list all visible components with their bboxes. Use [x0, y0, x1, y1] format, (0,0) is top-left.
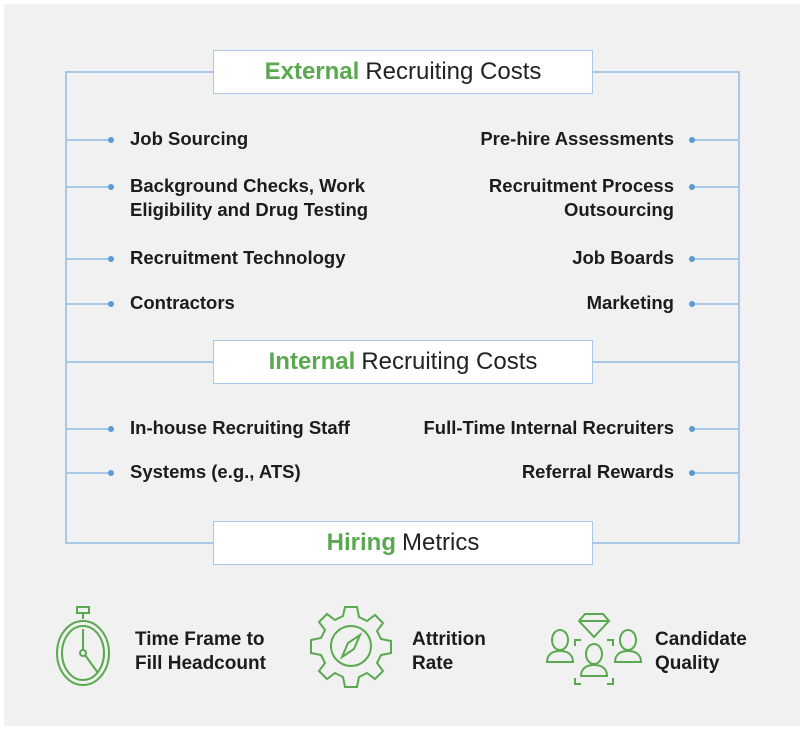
external-cost-item: Marketing	[586, 292, 674, 313]
connector	[692, 186, 739, 188]
connector	[590, 542, 740, 544]
bullet-dot	[108, 256, 114, 262]
connector	[692, 428, 739, 430]
left-connector	[65, 71, 67, 543]
gear-compass-icon	[310, 606, 392, 688]
external-cost-item: Contractors	[130, 292, 235, 313]
right-connector	[738, 71, 740, 543]
external-cost-item: Pre-hire Assessments	[480, 128, 674, 149]
connector	[65, 303, 110, 305]
connector	[65, 71, 215, 73]
title-rest: Recruiting Costs	[361, 348, 538, 375]
connector	[65, 472, 110, 474]
connector	[692, 472, 739, 474]
bullet-dot	[689, 301, 695, 307]
bullet-dot	[689, 256, 695, 262]
connector	[65, 542, 215, 544]
external-cost-item: Recruitment Technology	[130, 247, 346, 268]
bullet-dot	[689, 184, 695, 190]
connector	[590, 71, 740, 73]
title-highlight: External	[264, 58, 360, 85]
connector	[692, 139, 739, 141]
external-cost-item: Job Sourcing	[130, 128, 249, 149]
metric-label: Time Frame to Fill Headcount	[135, 629, 266, 674]
bullet-dot	[689, 137, 695, 143]
title-rest: Metrics	[401, 529, 480, 556]
bullet-dot	[108, 470, 114, 476]
bullet-dot	[108, 137, 114, 143]
connector	[65, 186, 110, 188]
bullet-dot	[689, 470, 695, 476]
bullet-dot	[108, 184, 114, 190]
internal-cost-item: Systems (e.g., ATS)	[130, 461, 301, 482]
candidates-diamond-icon	[545, 613, 643, 685]
connector	[65, 258, 110, 260]
connector	[65, 139, 110, 141]
bullet-dot	[108, 426, 114, 432]
bullet-dot	[689, 426, 695, 432]
internal-cost-item: Full-Time Internal Recruiters	[423, 417, 675, 438]
title-highlight: Internal	[268, 348, 356, 375]
stopwatch-icon	[56, 606, 110, 686]
metric-label: Candidate Quality	[655, 629, 747, 674]
connector	[590, 361, 740, 363]
connector	[65, 361, 215, 363]
internal-cost-item: In-house Recruiting Staff	[130, 417, 350, 438]
external-cost-item: Job Boards	[572, 247, 674, 268]
metric-label: Attrition Rate	[412, 629, 486, 674]
connector	[692, 303, 739, 305]
connector	[65, 428, 110, 430]
bullet-dot	[108, 301, 114, 307]
connector	[692, 258, 739, 260]
internal-cost-item: Referral Rewards	[521, 461, 674, 482]
external-cost-item: Recruitment Process Outsourcing	[488, 175, 674, 220]
title-rest: Recruiting Costs	[365, 58, 542, 85]
external-cost-item: Background Checks, Work Eligibility and …	[130, 175, 369, 220]
title-highlight: Hiring	[326, 529, 396, 556]
